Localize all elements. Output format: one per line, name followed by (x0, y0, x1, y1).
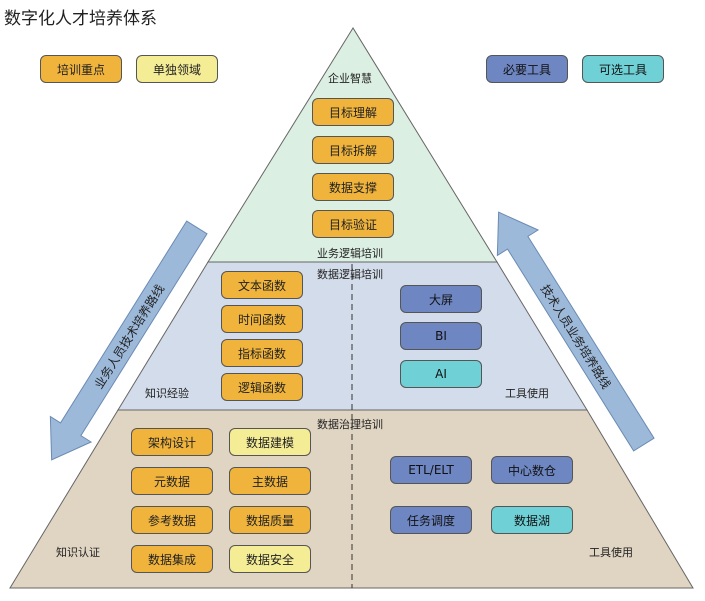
bottom-top-label: 数据治理培训 (317, 418, 383, 431)
legend-training-focus: 培训重点 (40, 55, 122, 83)
top-item-1: 目标理解 (312, 98, 394, 126)
bottom-right-item-3: 数据质量 (229, 506, 311, 534)
legend-optional-tool: 可选工具 (582, 55, 664, 83)
bottom-right-item-4: 数据安全 (229, 545, 311, 573)
middle-item-3: 指标函数 (221, 339, 303, 367)
bottom-tool-scheduler: 任务调度 (390, 506, 472, 534)
middle-left-label: 知识经验 (145, 387, 189, 400)
middle-tool-1: 大屏 (400, 285, 482, 313)
middle-item-1: 文本函数 (221, 271, 303, 299)
bottom-left-item-2: 元数据 (131, 467, 213, 495)
middle-tool-2: BI (400, 322, 482, 350)
legend-required-tool: 必要工具 (486, 55, 568, 83)
bottom-right-item-1: 数据建模 (229, 428, 311, 456)
middle-right-label: 工具使用 (505, 387, 549, 400)
top-item-4: 目标验证 (312, 210, 394, 238)
right-arrow (496, 211, 655, 452)
diagram-title: 数字化人才培养体系 (4, 9, 157, 29)
bottom-left-item-3: 参考数据 (131, 506, 213, 534)
apex-label: 企业智慧 (328, 72, 372, 85)
left-arrow (49, 220, 208, 461)
bottom-tool-datalake: 数据湖 (491, 506, 573, 534)
bottom-tool-etl: ETL/ELT (390, 456, 472, 484)
bottom-right-item-2: 主数据 (229, 467, 311, 495)
middle-item-4: 逻辑函数 (221, 373, 303, 401)
middle-item-2: 时间函数 (221, 305, 303, 333)
top-item-3: 数据支撑 (312, 173, 394, 201)
bottom-left-item-4: 数据集成 (131, 545, 213, 573)
bottom-right-label: 工具使用 (589, 546, 633, 559)
bottom-left-label: 知识认证 (56, 546, 100, 559)
top-item-2: 目标拆解 (312, 136, 394, 164)
legend-separate-domain: 单独领域 (136, 55, 218, 83)
middle-tool-3: AI (400, 360, 482, 388)
top-bottom-label: 业务逻辑培训 (317, 247, 383, 260)
bottom-tool-warehouse: 中心数仓 (491, 456, 573, 484)
bottom-left-item-1: 架构设计 (131, 428, 213, 456)
middle-top-label: 数据逻辑培训 (317, 268, 383, 281)
